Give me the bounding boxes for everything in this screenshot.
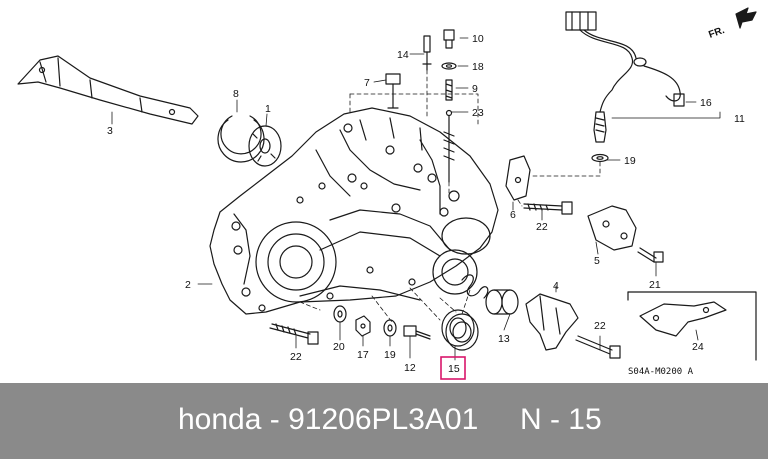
callout-17: 17 (357, 349, 369, 361)
nut-17-part (355, 315, 371, 337)
caption-gap (478, 403, 520, 436)
callout-4: 4 (553, 280, 559, 292)
inset-box (627, 291, 757, 361)
callout-18: 18 (472, 61, 484, 73)
callout-8: 8 (233, 88, 239, 100)
callout-5: 5 (594, 255, 600, 267)
transmission-case-part (209, 107, 499, 315)
callout-2: 2 (185, 279, 191, 291)
callout-15: 15 (448, 363, 460, 375)
callout-19-a: 19 (384, 349, 396, 361)
oil-seal-part (441, 309, 479, 351)
callout-13: 13 (498, 333, 510, 345)
callout-20: 20 (333, 341, 345, 353)
diagram-code: S04A-M0200 A (628, 367, 694, 377)
washer-20-part (333, 305, 347, 323)
mount-bracket-part (505, 155, 531, 201)
callout-7: 7 (364, 77, 370, 89)
callout-11: 11 (734, 113, 745, 125)
bracket-rail-part (17, 55, 199, 125)
flange-bolt-a (523, 201, 573, 215)
stay-bracket-part (587, 205, 637, 251)
leader-lines (111, 37, 721, 361)
callout-21: 21 (649, 279, 661, 291)
callout-19-b: 19 (624, 155, 636, 167)
lower-bracket-part (525, 293, 579, 351)
bolt-12-part (403, 325, 431, 340)
front-direction-label: FR. (707, 25, 726, 41)
callout-3: 3 (107, 125, 113, 137)
callout-9: 9 (472, 83, 478, 95)
vent-fitting-part (385, 73, 401, 109)
callout-22-b: 22 (536, 221, 548, 233)
callout-10: 10 (472, 33, 484, 45)
flange-bolt-b (637, 247, 664, 263)
caption: honda - 91206PL3A01 N - 15 (178, 402, 602, 438)
front-direction-arrow (735, 7, 757, 29)
shim-disc-part (248, 125, 282, 167)
callout-12: 12 (404, 362, 416, 374)
highlight-box (440, 356, 466, 380)
callout-1: 1 (265, 103, 271, 115)
brand-name: honda (178, 403, 262, 436)
speed-sensor-part (565, 11, 685, 163)
caption-separator: - (261, 403, 289, 436)
callout-14: 14 (397, 49, 409, 61)
callout-22-c: 22 (594, 320, 606, 332)
bolt-stack-part (441, 29, 457, 183)
sensor-plug-part (422, 35, 432, 71)
callout-24: 24 (692, 341, 704, 353)
part-number: 91206PL3A01 (288, 403, 479, 436)
callout-6: 6 (510, 209, 516, 221)
caption-bar (0, 383, 768, 459)
guide-lines (299, 69, 601, 323)
flange-bolt-c (575, 335, 621, 359)
flange-bolt-d (269, 323, 319, 345)
callout-22-a: 22 (290, 351, 302, 363)
bushing-part (485, 289, 519, 315)
parts-diagram: 1 2 3 4 5 6 7 8 9 10 11 12 13 14 15 16 1… (17, 7, 757, 380)
spring-part (461, 274, 489, 299)
reference-label: N - 15 (519, 403, 602, 436)
washer-19-part (383, 319, 397, 337)
callout-16: 16 (700, 97, 712, 109)
callouts: 1 2 3 4 5 6 7 8 9 10 11 12 13 14 15 16 1… (107, 25, 745, 377)
snap-ring-part (217, 115, 265, 163)
callout-23: 23 (472, 107, 484, 119)
